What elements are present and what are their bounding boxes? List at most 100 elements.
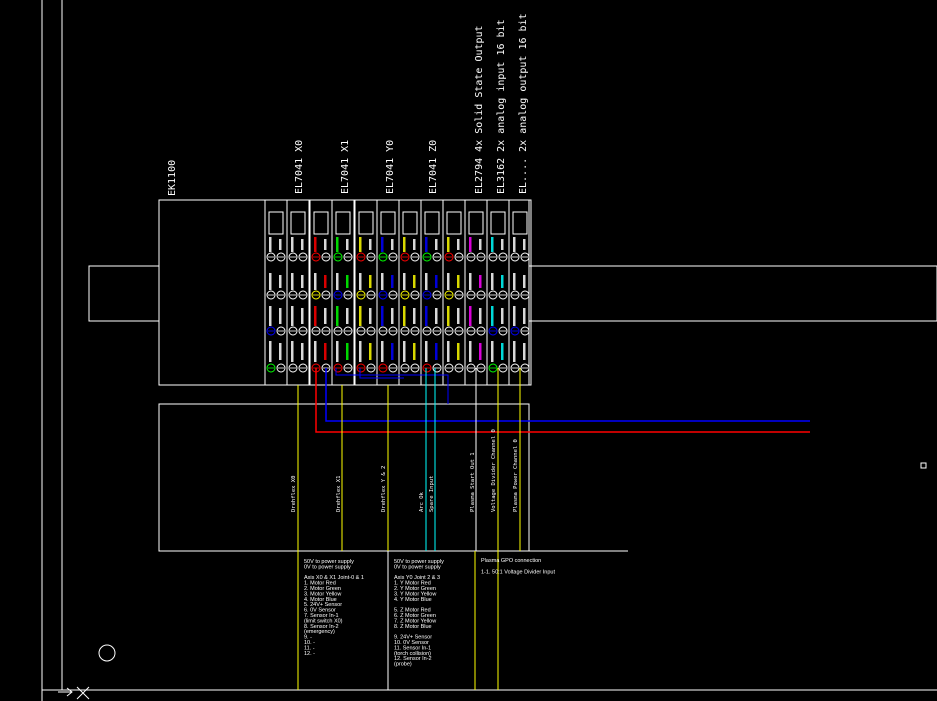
terminal-mark (501, 343, 504, 360)
origin-circle-icon (98, 644, 116, 662)
terminal-mark (324, 343, 327, 360)
terminal-contact (432, 290, 442, 300)
note-line: Axis Y0 Joint 2 & 3 (394, 575, 440, 581)
terminal-mark (279, 343, 282, 360)
terminal-window (512, 211, 528, 235)
terminal-mark (279, 239, 282, 250)
terminal-mark (425, 306, 428, 326)
terminal-mark (403, 341, 406, 362)
note-line: 7. Z Motor Yellow (394, 618, 436, 624)
note-line: 5. 24V+ Sensor (304, 602, 342, 608)
terminal-contact (510, 290, 520, 300)
terminal-contact (510, 363, 520, 373)
terminal-mark (403, 273, 406, 290)
terminal-contact (366, 326, 376, 336)
terminal-contact (356, 290, 366, 300)
terminal-contact (520, 290, 530, 300)
terminal-mark (447, 306, 450, 326)
terminal-contact (343, 252, 353, 262)
cable-label-x1: Drehflex X1 (336, 476, 342, 512)
note-line: 9. - (304, 635, 312, 641)
terminal-contact (410, 363, 420, 373)
terminal-contact (276, 252, 286, 262)
terminal-contact (366, 290, 376, 300)
terminal-mark (523, 308, 526, 324)
terminal-mark (369, 343, 372, 360)
terminal-contact (400, 326, 410, 336)
module-headers: EK1100 EL7041 X0 EL7041 X1 EL7041 Y0 EL7… (167, 13, 529, 196)
terminal-mark (269, 306, 272, 326)
terminal-mark (291, 237, 294, 252)
terminal-mark (291, 273, 294, 290)
terminal-contact (454, 252, 464, 262)
terminal-contact (288, 252, 298, 262)
terminal-mark (369, 308, 372, 324)
terminal-mark (513, 273, 516, 290)
blue-wire-3 (359, 368, 404, 379)
terminal-contact (378, 363, 388, 373)
terminal-mark (479, 308, 482, 324)
terminal-mark (513, 237, 516, 252)
terminal-mark (447, 237, 450, 252)
terminal-contact (343, 290, 353, 300)
terminal-mark (381, 237, 384, 252)
terminal-mark (403, 306, 406, 326)
cable-label-plasma-power: Plasma Power Channel 0 (513, 439, 519, 512)
terminal-contact (432, 252, 442, 262)
terminal-mark (479, 275, 482, 288)
terminal-window (490, 211, 506, 235)
terminal-contact (266, 252, 276, 262)
terminal-contact (400, 290, 410, 300)
red-wire (315, 368, 810, 433)
terminal-contact (388, 290, 398, 300)
terminal-contact (388, 252, 398, 262)
terminal-contact (366, 363, 376, 373)
terminal-contact (333, 290, 343, 300)
note-line: 50V to power supply (394, 559, 444, 565)
terminal-contact (356, 326, 366, 336)
terminal-contact (510, 252, 520, 262)
terminal-contact (510, 326, 520, 336)
terminal-contact (410, 252, 420, 262)
terminal-contact (520, 252, 530, 262)
terminal-mark (301, 239, 304, 250)
terminal-mark (469, 306, 472, 326)
terminal-contact (444, 290, 454, 300)
terminal-contact (410, 326, 420, 336)
terminal-mark (491, 273, 494, 290)
terminal-mark (324, 239, 327, 250)
terminal-mark (346, 308, 349, 324)
note-line: Plasma GPO connection (481, 558, 541, 564)
terminal-mark (346, 239, 349, 250)
terminal-contact (466, 363, 476, 373)
blue-wire (325, 368, 810, 422)
terminal-contact (388, 363, 398, 373)
terminal-mark (269, 273, 272, 290)
terminal-window (313, 211, 329, 235)
terminal-mark (381, 306, 384, 326)
terminal-contact (298, 363, 308, 373)
terminal-mark (413, 239, 416, 250)
note-line: 4. Motor Blue (304, 597, 337, 603)
terminal-mark (346, 275, 349, 288)
terminal-mark (413, 343, 416, 360)
terminal-contact (333, 363, 343, 373)
terminal-mark (336, 341, 339, 362)
terminal-contact (288, 363, 298, 373)
terminal-mark (457, 343, 460, 360)
note-line: 2. Motor Green (304, 586, 341, 592)
terminal-mark (346, 343, 349, 360)
terminal-mark (425, 273, 428, 290)
terminal-contact (343, 363, 353, 373)
wires (297, 368, 810, 690)
terminal-window (290, 211, 306, 235)
terminal-contact (476, 252, 486, 262)
terminal-contact (432, 363, 442, 373)
terminal-contact (321, 252, 331, 262)
terminal-mark (314, 237, 317, 252)
terminal-contact (276, 326, 286, 336)
terminal-mark (491, 237, 494, 252)
